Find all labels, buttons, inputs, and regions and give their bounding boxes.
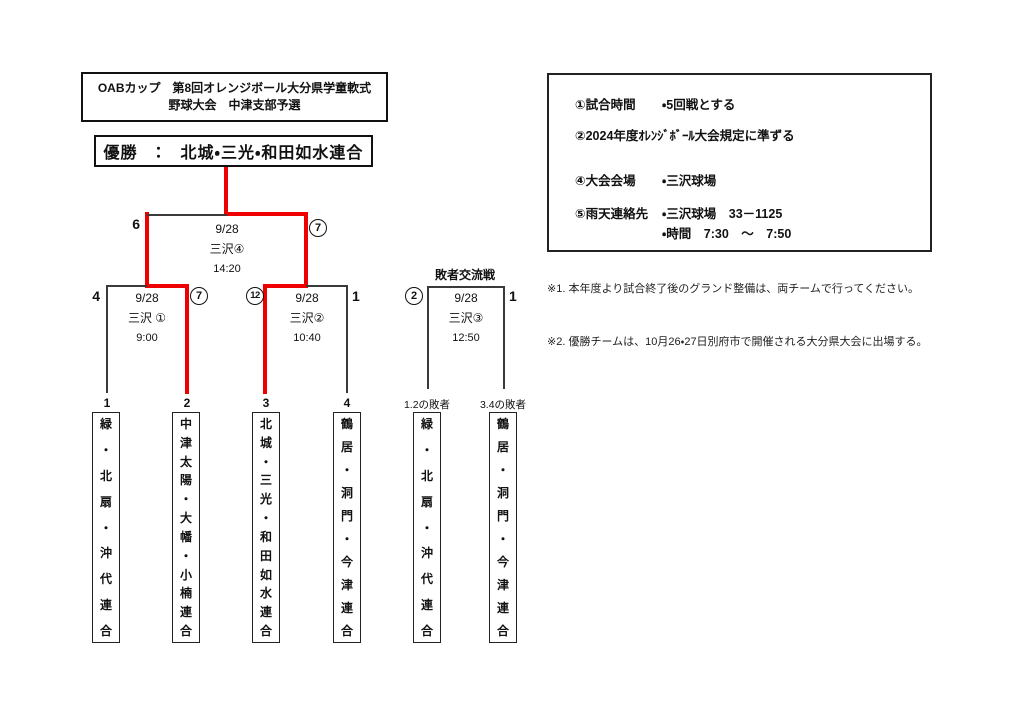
match-semi1-time: 9:00 — [136, 332, 158, 344]
seed-label-3: 3 — [262, 396, 270, 410]
team-box-consolation-left: 緑・北扇・沖代連合 — [413, 412, 441, 643]
bracket-consolation-left-leg — [427, 286, 429, 389]
rule-3-label: ④大会会場 — [575, 174, 636, 188]
match-consolation-venue: 三沢③ — [448, 311, 484, 325]
rule-2-label: ②2024年度ｵﾚﾝｼﾞﾎﾞｰﾙ大会規定に準ずる — [575, 129, 795, 143]
match-semi1-labels: 9/28 三沢 ① 9:00 — [97, 288, 197, 348]
team-box-4: 鶴居・洞門・今津連合 — [333, 412, 361, 643]
tournament-title: OABカップ 第8回オレンジボール大分県学童軟式野球大会 中津支部予選 — [97, 81, 372, 112]
team-box-consolation-right: 鶴居・洞門・今津連合 — [489, 412, 517, 643]
loser-label-12: 1.2の敗者 — [403, 399, 451, 411]
winner-path-final-bar — [224, 212, 308, 216]
match-final-date: 9/28 — [215, 222, 239, 236]
seed-label-4: 4 — [343, 396, 351, 410]
match-semi1-venue: 三沢 ① — [127, 311, 167, 325]
loser-label-34: 3.4の敗者 — [479, 399, 527, 411]
note-2: ※2. 優勝チームは、10月26・27日別府市で開催される大分県大会に出場する。 — [547, 336, 928, 348]
rule-4-label: ⑤雨天連絡先 — [575, 207, 649, 221]
bracket-consolation-bar — [427, 286, 505, 288]
match-semi1-date: 9/28 — [135, 291, 159, 305]
winner-path-champion-connector — [224, 167, 228, 215]
score-final-right: 7 — [309, 219, 327, 237]
bracket-semi2-bar — [306, 285, 348, 287]
match-semi2-venue: 三沢② — [289, 311, 325, 325]
rule-3-detail: ・三沢球場 — [662, 174, 717, 188]
bracket-consolation-right-leg — [503, 286, 505, 389]
score-semi2-left: 12 — [246, 287, 264, 305]
winner-path-semi2-bar — [263, 284, 308, 288]
team-box-2: 中津太陽・大幡・小楠連合 — [172, 412, 200, 643]
match-semi2-labels: 9/28 三沢② 10:40 — [257, 288, 357, 348]
winner-path-team2-line — [185, 284, 189, 394]
bracket-final-bar — [147, 214, 227, 216]
team-box-1: 緑・北扇・沖代連合 — [92, 412, 120, 643]
match-final-venue: 三沢④ — [209, 242, 245, 256]
champion-text: 優勝 ： 北城・三光・和田如水連合 — [103, 145, 364, 162]
winner-path-semi1-bar — [145, 284, 189, 288]
team-box-3: 北城・三光・和田如水連合 — [252, 412, 280, 643]
match-consolation-date: 9/28 — [454, 291, 478, 305]
bracket-team4-line — [346, 285, 348, 393]
tournament-title-box: OABカップ 第8回オレンジボール大分県学童軟式野球大会 中津支部予選 — [81, 72, 388, 122]
rule-4-detail: ・三沢球場 33－1125 — [662, 207, 783, 221]
match-semi2-time: 10:40 — [293, 332, 321, 344]
winner-path-team3-line — [263, 284, 267, 394]
rule-5-detail: ・時間 7:30 ～ 7:50 — [662, 227, 792, 241]
consolation-title: 敗者交流戦 — [434, 268, 495, 282]
match-final-labels: 9/28 三沢④ 14:20 — [167, 219, 287, 279]
note-1: ※1. 本年度より試合終了後のグランド整備は、両チームで行ってください。 — [547, 283, 920, 295]
score-consolation-right: 1 — [509, 288, 517, 304]
rule-1-detail: ・5回戦とする — [662, 98, 736, 112]
champion-box: 優勝 ： 北城・三光・和田如水連合 — [94, 135, 373, 167]
rule-1-label: ①試合時間 — [575, 98, 636, 112]
match-semi2-date: 9/28 — [295, 291, 319, 305]
score-semi1-right: 7 — [190, 287, 208, 305]
match-consolation-time: 12:50 — [452, 332, 480, 344]
score-consolation-left: 2 — [405, 287, 423, 305]
bracket-team1-line — [106, 285, 108, 393]
seed-label-1: 1 — [103, 396, 111, 410]
seed-label-2: 2 — [183, 396, 191, 410]
match-consolation-labels: 9/28 三沢③ 12:50 — [416, 288, 516, 348]
match-final-time: 14:20 — [213, 263, 241, 275]
score-final-left: 6 — [132, 216, 140, 232]
rules-box: ①試合時間 ・5回戦とする ②2024年度ｵﾚﾝｼﾞﾎﾞｰﾙ大会規定に準ずる ④… — [547, 73, 932, 252]
score-semi1-left: 4 — [92, 288, 100, 304]
winner-path-final-left-leg — [145, 212, 149, 288]
winner-path-final-right-leg — [304, 212, 308, 288]
bracket-semi1-bar — [106, 285, 147, 287]
score-semi2-right: 1 — [352, 288, 360, 304]
